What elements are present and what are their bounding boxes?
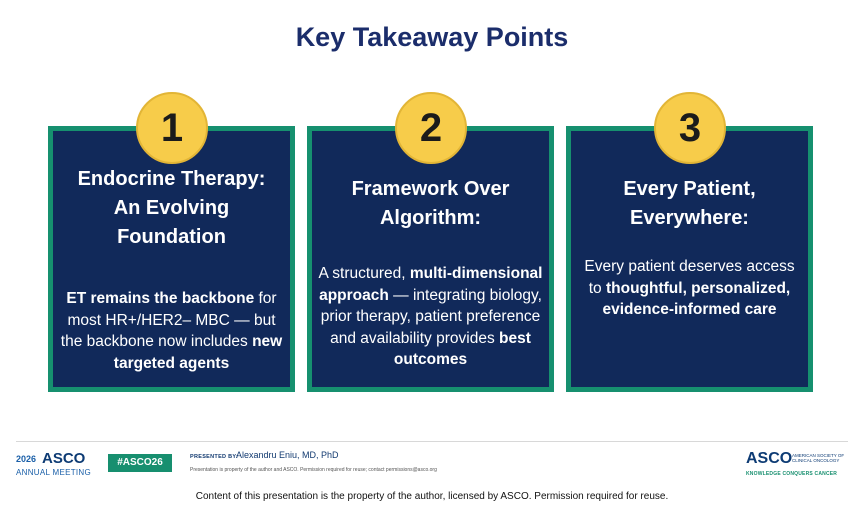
card-body: ET remains the backbone for most HR+/HER… — [60, 290, 283, 372]
slide-title: Key Takeaway Points — [295, 22, 569, 52]
card-heading: Every Patient, Everywhere: — [623, 178, 756, 229]
takeaway-card-3: Every Patient, Everywhere: Every patient… — [566, 126, 813, 392]
asco-annual-meeting-logo: 2026 ASCO ANNUAL MEETING — [16, 450, 92, 477]
takeaway-card-2: Framework Over Algorithm: A structured, … — [307, 126, 554, 392]
hashtag-badge: #ASCO26 — [108, 454, 172, 472]
card-body: A structured, multi-dimensional approach… — [318, 265, 543, 368]
copyright-disclaimer: Content of this presentation is the prop… — [195, 491, 669, 502]
presented-by-label: PRESENTED BY: — [190, 454, 239, 460]
number-badge-2: 2 — [395, 92, 467, 164]
asco-logo: ASCO AMERICAN SOCIETY OF CLINICAL ONCOLO… — [746, 450, 845, 477]
footer-divider — [16, 441, 848, 442]
card-body: Every patient deserves access to thought… — [584, 258, 795, 318]
slide-footer: 2026 ASCO ANNUAL MEETING #ASCO26 PRESENT… — [0, 445, 864, 481]
property-note: Presentation is property of the author a… — [190, 467, 437, 473]
number-badge-1: 1 — [136, 92, 208, 164]
card-heading: Endocrine Therapy: An Evolving Foundatio… — [77, 168, 266, 248]
card-heading: Framework Over Algorithm: — [351, 178, 510, 229]
presenter-name: Alexandru Eniu, MD, PhD — [236, 450, 339, 460]
number-badge-3: 3 — [654, 92, 726, 164]
takeaway-card-1: Endocrine Therapy: An Evolving Foundatio… — [48, 126, 295, 392]
